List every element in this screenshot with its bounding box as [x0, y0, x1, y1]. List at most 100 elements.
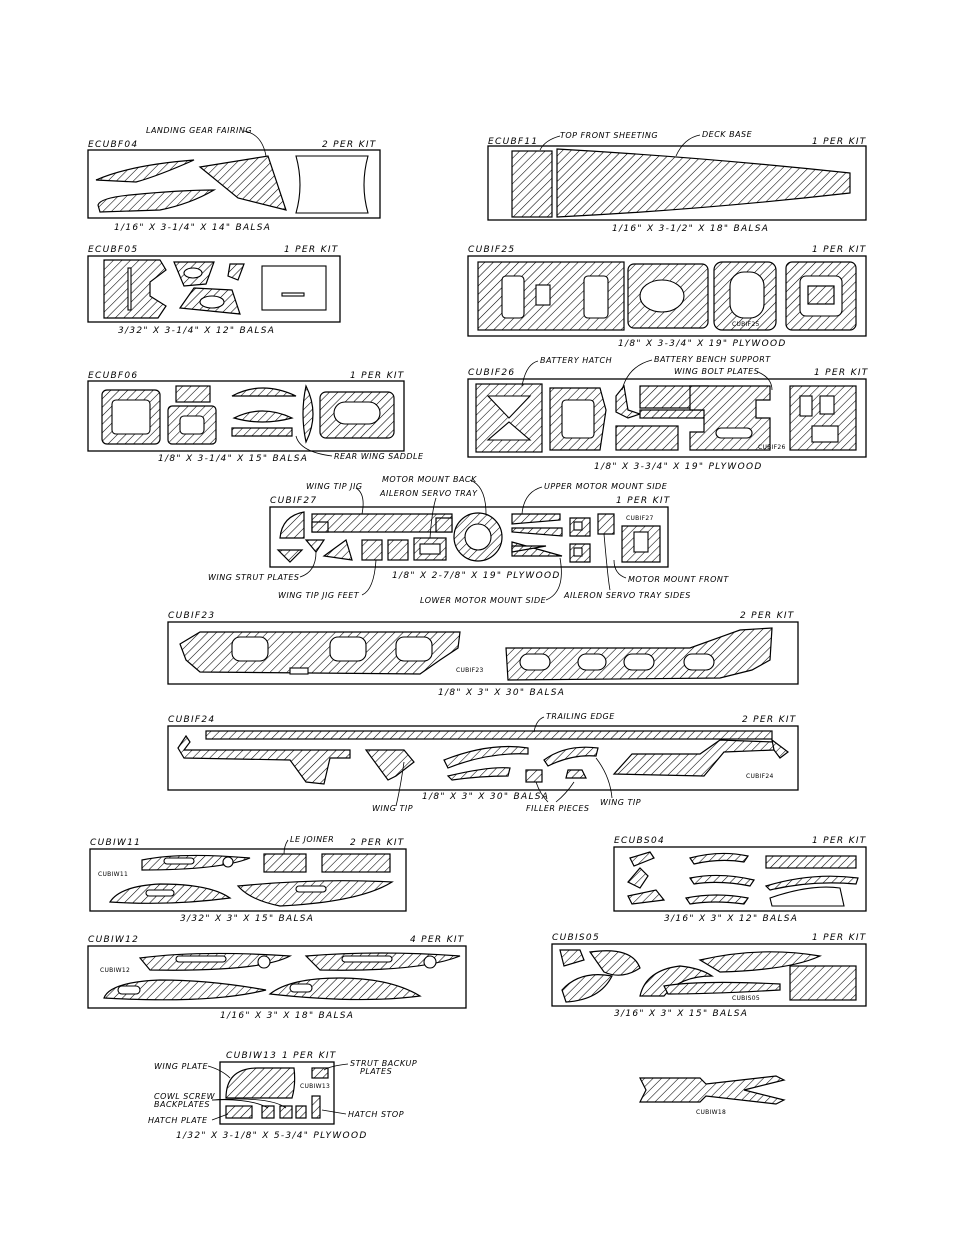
stock-outline — [167, 725, 799, 791]
part-inner — [807, 285, 835, 305]
stock-spec: 1/8" X 3-1/4" X 15" BALSA — [158, 454, 308, 464]
part-battery-bench-support — [615, 384, 642, 419]
leader-line — [321, 1109, 347, 1115]
sheet-qty: 1 PER KIT — [814, 368, 869, 378]
part — [435, 517, 453, 533]
part-longeron — [612, 739, 775, 777]
sheet-qty: 1 PER KIT — [812, 836, 867, 846]
part-hole — [535, 284, 551, 306]
callout-deck-base: DECK BASE — [702, 130, 753, 139]
leader-line — [211, 1113, 229, 1121]
stock-outline — [219, 1061, 335, 1125]
part-hole — [633, 531, 649, 553]
callout-hatch-stop: HATCH STOP — [348, 1110, 404, 1119]
part — [279, 511, 305, 539]
sheet-qty: 1 PER KIT — [616, 496, 671, 506]
stock-spec: 1/16" X 3-1/2" X 18" BALSA — [612, 224, 769, 234]
callout-cowl-screw: COWL SCREW — [154, 1092, 216, 1101]
part-stamp: CUBIF27 — [626, 515, 654, 522]
part — [175, 385, 211, 403]
stock-outline — [613, 846, 867, 912]
sheet-code: CUBIW12 — [88, 935, 139, 945]
part — [231, 387, 297, 397]
part-hole — [257, 955, 271, 969]
part-slot — [127, 267, 132, 311]
part-outline — [261, 265, 327, 311]
leader-line — [323, 1063, 349, 1071]
stock-spec: 1/32" X 3-1/8" X 5-3/4" PLYWOOD — [176, 1131, 368, 1141]
stock-outline — [89, 848, 407, 912]
part-stamp: CUBIW18 — [696, 1109, 726, 1116]
leader-line — [613, 559, 627, 579]
part-cubiw18: CUBIW18 — [639, 1075, 786, 1116]
part — [227, 263, 245, 281]
part-hole — [111, 399, 151, 435]
stock-outline — [87, 380, 405, 452]
part-hole — [819, 395, 835, 415]
part-hatch-stop — [311, 1095, 321, 1119]
sheet-ecubf06: ECUBF06 1 PER KIT REAR WING SADDLE 1/8" … — [87, 371, 424, 464]
sheet-qty: 2 PER KIT — [742, 715, 797, 725]
part-filler-piece — [565, 769, 587, 779]
callout-wing-tip-jig: WING TIP JIG — [306, 482, 363, 491]
sheet-cubiw13: CUBIW13 1 PER KIT CUBIW13 WING PLATE COW… — [148, 1051, 417, 1141]
part-hole — [729, 271, 765, 319]
sheet-code: CUBIF25 — [468, 245, 515, 255]
part — [322, 539, 353, 561]
part-hole — [811, 425, 839, 443]
part-cowl-screw-backplate — [261, 1105, 275, 1119]
part-rib — [141, 854, 251, 871]
leader-line — [545, 557, 562, 601]
part-hole — [231, 636, 269, 662]
part-hole — [623, 653, 655, 671]
part-trailing-edge — [205, 730, 773, 740]
part-hole — [341, 955, 393, 963]
part-wing-tip — [364, 749, 415, 781]
leader-line — [757, 371, 773, 391]
part — [321, 853, 391, 873]
leader-line — [555, 781, 575, 803]
leader-line — [539, 135, 561, 151]
leader-line — [361, 559, 377, 596]
sheet-code: CUBIW11 — [90, 838, 141, 848]
part-slot — [281, 292, 305, 297]
callout-aileron-servo-tray-sides: AILERON SERVO TRAY SIDES — [563, 591, 691, 600]
part-wing-tip-jig-feet — [361, 539, 383, 561]
sheet-cubif26: CUBIF26 1 PER KIT CUBIF26 BATTERY HATCH … — [467, 355, 869, 472]
leader-line — [603, 533, 611, 591]
part — [446, 767, 511, 781]
part-stamp: CUBIF25 — [732, 321, 760, 328]
sheet-qty: 4 PER KIT — [410, 935, 465, 945]
stock-spec: 3/32" X 3-1/4" X 12" BALSA — [118, 326, 275, 336]
part-hole — [573, 521, 583, 531]
callout-battery-hatch: BATTERY HATCH — [540, 356, 612, 365]
part-wing-tip — [443, 745, 529, 769]
part-hole — [163, 857, 195, 865]
part-deck-base — [556, 148, 851, 218]
sheet-code: ECUBS04 — [614, 836, 665, 846]
part — [627, 889, 666, 905]
callout-wing-tip-right: WING TIP — [600, 798, 641, 807]
part-le-joiner — [263, 853, 307, 873]
callout-motor-mount-front: MOTOR MOUNT FRONT — [628, 575, 729, 584]
callout-filler-pieces: FILLER PIECES — [526, 804, 590, 813]
sheet-cubis05: CUBIS05 1 PER KIT CUBIS05 3/16" X 3" X 1… — [551, 933, 867, 1019]
leader-line — [283, 839, 289, 855]
part-strut-backup-plate — [311, 1067, 329, 1079]
callout-cowl-screw-backplates: BACKPLATES — [154, 1100, 210, 1109]
callout-wing-tip-left: WING TIP — [372, 804, 413, 813]
stock-outline — [269, 506, 669, 568]
stock-spec: 1/16" X 3-1/4" X 14" BALSA — [114, 223, 271, 233]
callout-upper-motor-mount-side: UPPER MOTOR MOUNT SIDE — [544, 482, 668, 491]
part-hole — [179, 415, 205, 435]
part-stamp: CUBIW12 — [100, 967, 130, 974]
part — [198, 155, 287, 211]
sheet-code: ECUBF06 — [88, 371, 138, 381]
sheet-code: CUBIW13 — [226, 1051, 277, 1061]
part — [629, 851, 655, 867]
callout-hatch-plate: HATCH PLATE — [148, 1116, 208, 1125]
part-rib — [103, 979, 267, 1001]
sheet-code: CUBIF26 — [468, 368, 515, 378]
part-hole — [486, 421, 532, 441]
stock-spec: 3/32" X 3" X 15" BALSA — [180, 914, 314, 924]
